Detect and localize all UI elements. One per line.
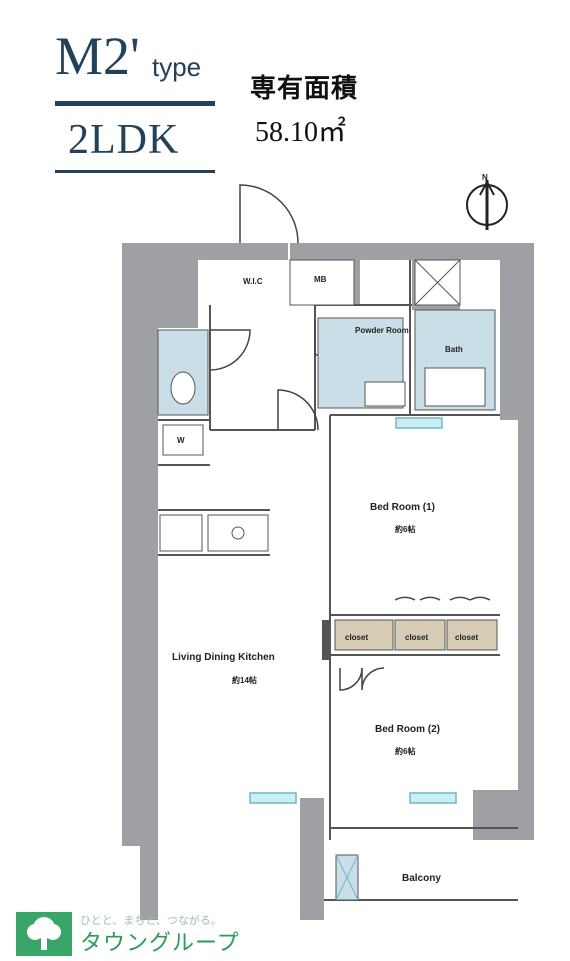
windows xyxy=(249,417,457,804)
area-value: 58.10㎡ xyxy=(255,117,347,148)
unit-type-title: M2' xyxy=(55,26,140,86)
closet-label-a: closet xyxy=(345,633,368,642)
fixtures xyxy=(157,259,498,901)
layout-divider xyxy=(55,170,215,173)
title-divider xyxy=(55,101,215,106)
compass-label: N xyxy=(482,173,488,182)
room-label-bedroom1: Bed Room (1) xyxy=(370,502,435,513)
compass-icon: N xyxy=(466,173,508,230)
room-size-ldk: 約14帖 xyxy=(232,675,257,685)
room-label-wic: W.I.C xyxy=(243,277,263,286)
room-label-ldk: Living Dining Kitchen xyxy=(172,652,275,663)
room-label-bedroom2: Bed Room (2) xyxy=(375,724,440,735)
brand-logo: ひとと、まちと、つながる。 タウングループ xyxy=(16,912,256,956)
room-label-bath: Bath xyxy=(445,345,463,354)
doors xyxy=(209,184,491,691)
closet-label-c: closet xyxy=(455,633,478,642)
layout-label: 2LDK xyxy=(68,117,180,163)
brand-name: タウングループ xyxy=(80,931,240,956)
brand-tagline: ひとと、まちと、つながる。 xyxy=(80,914,222,927)
room-size-bedroom2: 約6帖 xyxy=(395,746,415,756)
room-label-w: W xyxy=(177,436,185,445)
room-label-ms: MB xyxy=(314,275,327,284)
unit-type-suffix: type xyxy=(152,52,202,82)
area-label: 専有面積 xyxy=(250,74,359,104)
tree-logo-icon xyxy=(16,912,72,956)
room-size-bedroom1: 約6帖 xyxy=(395,524,415,534)
room-label-powder: Powder Room xyxy=(355,326,409,335)
room-label-balcony: Balcony xyxy=(402,873,441,884)
closet-label-b: closet xyxy=(405,633,428,642)
